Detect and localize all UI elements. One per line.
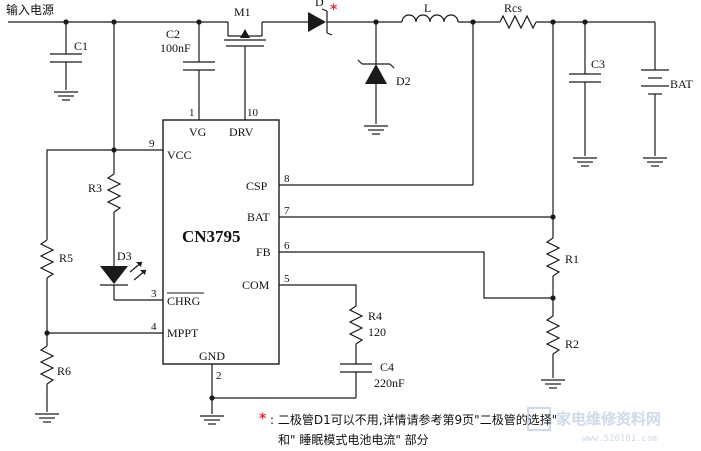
pin-csp: CSP <box>246 179 268 193</box>
capacitor-c1: C1 <box>50 22 88 101</box>
led-light-arrow-icon <box>140 270 146 275</box>
r4-value: 120 <box>368 325 386 339</box>
pin-number-8: 8 <box>284 173 290 185</box>
pin-vcc: VCC <box>167 148 192 162</box>
d3-label: D3 <box>117 249 132 263</box>
watermark-logo-icon <box>527 407 551 431</box>
resistor-rcs: Rcs <box>499 1 537 30</box>
d1-star: * <box>330 2 338 18</box>
watermark-url: www.520101.com <box>582 434 658 444</box>
pin-chrg: CHRG <box>167 294 201 308</box>
c2-label: C2 <box>166 27 180 41</box>
footnote-star: * <box>259 411 267 427</box>
m1-label: M1 <box>234 5 251 19</box>
pin-number-6: 6 <box>284 240 290 252</box>
capacitor-c3: C3 <box>569 22 605 167</box>
r2-label: R2 <box>565 337 579 351</box>
capacitor-c4: C4 220nF <box>340 360 405 398</box>
d1-label: D <box>315 0 324 9</box>
c2-value: 100nF <box>160 41 191 55</box>
pin-number-2: 2 <box>216 370 222 382</box>
r5-label: R5 <box>59 251 73 265</box>
pin-mppt: MPPT <box>167 326 199 340</box>
footnote-line-2: 和" 睡眠模式电池电流" 部分 <box>278 432 429 447</box>
c4-label: C4 <box>380 360 394 374</box>
pin-number-9: 9 <box>149 138 155 150</box>
pin-number-4: 4 <box>151 321 157 333</box>
capacitor-c2: C2 100nF <box>160 22 215 120</box>
diode-d2: D2 <box>357 22 411 135</box>
pin-number-3: 3 <box>151 288 157 300</box>
r6-label: R6 <box>57 364 71 378</box>
footnote: * : 二极管D1可以不用,详情请参考第9页"二极管的选择" 和" 睡眠模式电池… <box>259 411 557 447</box>
watermark: 家电维修资料网 www.520101.com <box>527 407 661 444</box>
pin-com: COM <box>242 278 270 292</box>
resistor-r3: R3 <box>88 150 122 266</box>
footnote-line-1: : 二极管D1可以不用,详情请参考第9页"二极管的选择" <box>270 412 557 427</box>
led-light-arrow-icon <box>136 262 142 267</box>
l-label: L <box>424 1 431 15</box>
r4-label: R4 <box>368 309 382 323</box>
diode-d1: D * <box>308 0 338 36</box>
pin-vg: VG <box>189 125 207 139</box>
watermark-text: 家电维修资料网 <box>556 410 661 428</box>
pin-bat: BAT <box>247 210 270 224</box>
input-power-label: 输入电源 <box>6 2 54 17</box>
resistor-r4: R4 120 <box>348 305 386 364</box>
pin-number-7: 7 <box>284 205 290 217</box>
pin-drv: DRV <box>229 125 254 139</box>
bat-label: BAT <box>670 77 693 91</box>
top-rail: 输入电源 <box>6 2 228 25</box>
resistor-r6: R6 <box>34 345 71 423</box>
c3-label: C3 <box>591 57 605 71</box>
chip-name: CN3795 <box>182 227 241 246</box>
r3-label: R3 <box>88 181 102 195</box>
resistor-r2: R2 <box>540 315 579 389</box>
ic-cn3795: CN3795 1 VG 10 DRV 9 VCC 8 CSP 7 BAT 6 F… <box>149 107 290 382</box>
pin-number-5: 5 <box>284 273 290 285</box>
resistor-r1: R1 <box>545 237 579 316</box>
pin-number-1: 1 <box>189 107 195 119</box>
pin-fb: FB <box>256 245 271 259</box>
c1-label: C1 <box>74 39 88 53</box>
inductor-l: L <box>401 1 459 23</box>
pin-gnd: GND <box>199 349 225 363</box>
pin-number-10: 10 <box>247 107 259 119</box>
mosfet-m1: M1 <box>224 5 266 120</box>
resistor-r5: R5 <box>39 239 73 346</box>
battery-bat: BAT <box>641 22 693 167</box>
d2-label: D2 <box>396 74 411 88</box>
r1-label: R1 <box>565 252 579 266</box>
c4-value: 220nF <box>374 376 405 390</box>
led-d3: D3 <box>100 249 163 301</box>
mosfet-arrow-icon <box>240 29 250 38</box>
rcs-label: Rcs <box>504 1 522 15</box>
